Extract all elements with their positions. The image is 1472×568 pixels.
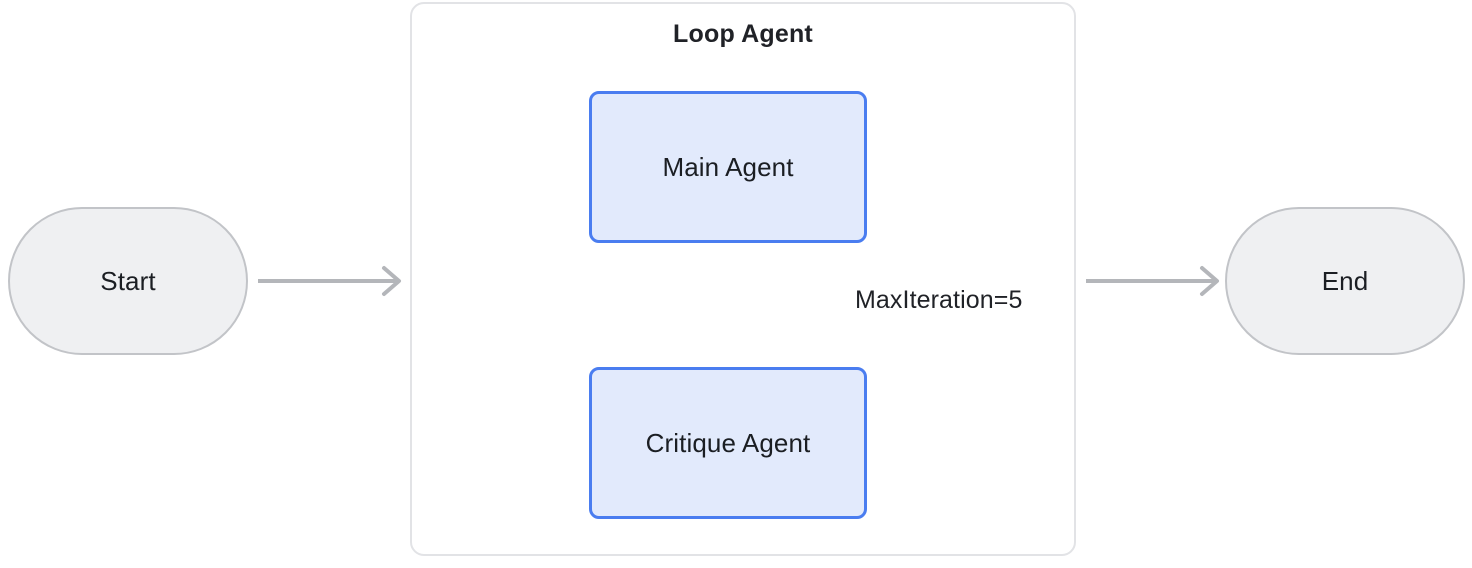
node-start-label: Start (100, 265, 156, 296)
edge-loop-to-end (1086, 266, 1219, 296)
node-critique-agent-label: Critique Agent (645, 427, 811, 458)
loop-edge-label: MaxIteration=5 (851, 284, 1027, 317)
node-critique-agent[interactable]: Critique Agent (589, 367, 867, 519)
node-end[interactable]: End (1225, 207, 1465, 355)
node-end-label: End (1321, 265, 1369, 296)
arrowhead-icon (382, 266, 401, 296)
arrowhead-icon (1200, 266, 1219, 296)
edge-start-to-loop (258, 266, 401, 296)
loop-agent-title: Loop Agent (673, 20, 813, 48)
node-start[interactable]: Start (8, 207, 248, 355)
node-main-agent[interactable]: Main Agent (589, 91, 867, 243)
node-main-agent-label: Main Agent (662, 151, 794, 182)
